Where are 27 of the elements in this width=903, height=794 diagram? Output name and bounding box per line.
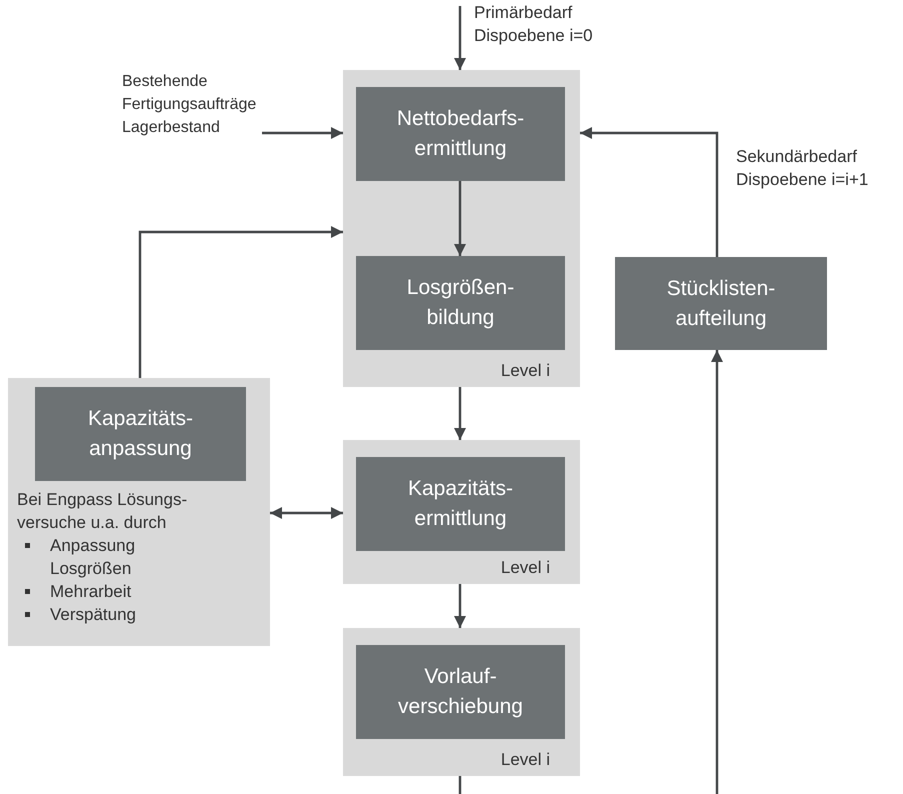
process-box: Vorlauf- verschiebung bbox=[356, 645, 565, 739]
bullet-text: Mehrarbeit bbox=[50, 581, 132, 603]
input-text: Bestehende Fertigungsaufträge Lagerbestand bbox=[122, 70, 262, 146]
process-box: Nettobedarfs- ermittlung bbox=[356, 87, 565, 181]
arrow bbox=[454, 6, 466, 70]
arrow bbox=[270, 507, 343, 519]
process-box: Kapazitäts- ermittlung bbox=[356, 457, 565, 551]
level-panel bbox=[343, 70, 580, 387]
level-label: Level i bbox=[500, 556, 550, 578]
process-box: Kapazitäts- anpassung bbox=[35, 387, 246, 481]
arrow bbox=[262, 127, 343, 139]
info-panel bbox=[8, 378, 270, 646]
level-label: Level i bbox=[500, 748, 550, 770]
process-box: Stücklisten- aufteilung bbox=[615, 257, 827, 350]
bullet-text: Anpassung Losgrößen bbox=[50, 535, 136, 580]
arrow bbox=[454, 584, 466, 628]
level-label: Level i bbox=[500, 360, 550, 382]
description-text: Bei Engpass Lösungs- versuche u.a. durch bbox=[17, 489, 188, 534]
level-panel bbox=[343, 440, 580, 584]
arrow bbox=[138, 226, 343, 378]
process-box: Losgrößen- bildung bbox=[356, 256, 565, 350]
arrow bbox=[711, 350, 723, 794]
arrow bbox=[454, 181, 466, 256]
level-panel bbox=[343, 628, 580, 776]
arrow bbox=[580, 127, 718, 257]
bullet-text: Verspätung bbox=[50, 604, 138, 626]
arrow bbox=[454, 387, 466, 440]
